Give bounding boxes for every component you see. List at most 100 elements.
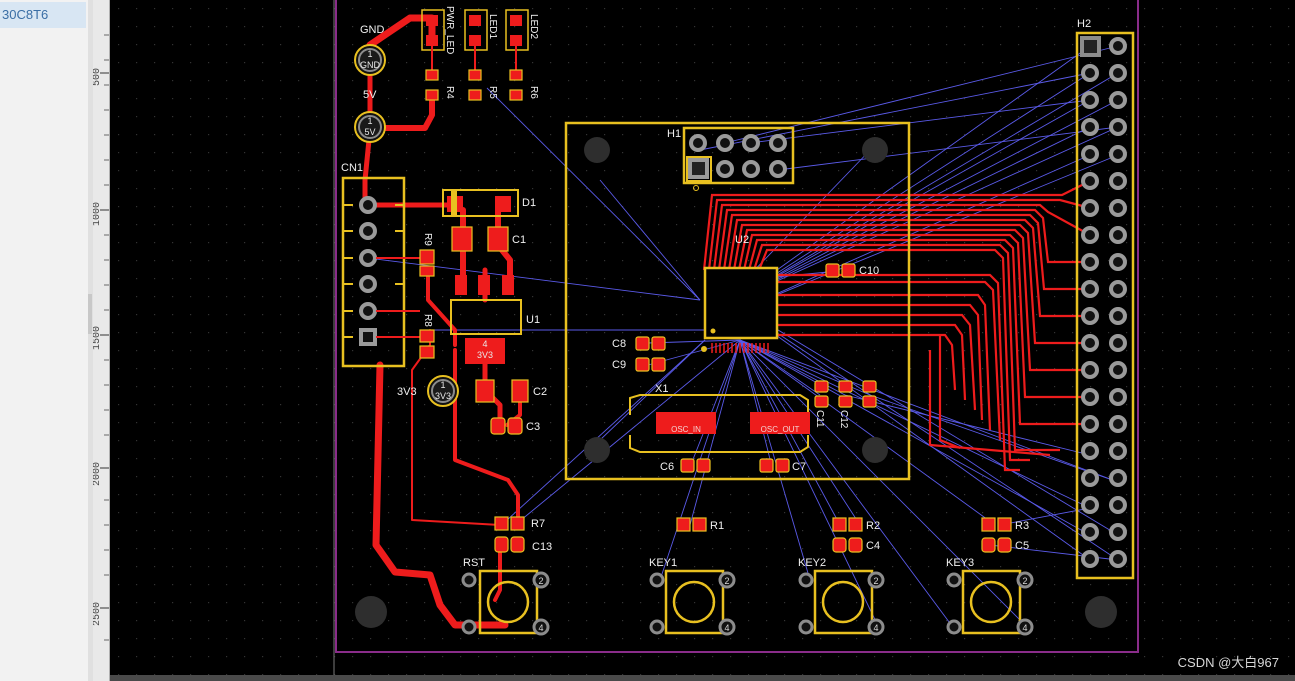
label-c12: C12 — [838, 410, 849, 429]
label-key2: KEY2 — [798, 557, 826, 569]
label-pwr-led: PWR_LED — [444, 6, 455, 54]
u1-pin-net: 3V3 — [477, 350, 493, 360]
label-c8: C8 — [612, 338, 626, 350]
label-led1: LED1 — [487, 14, 498, 39]
button-key1[interactable] — [664, 569, 725, 635]
label-key1: KEY1 — [649, 557, 677, 569]
resistor-r6[interactable] — [509, 69, 523, 101]
label-c1: C1 — [512, 234, 526, 246]
mcu-u2[interactable] — [703, 266, 779, 340]
gnd-pad-net: GND — [360, 60, 381, 70]
capacitor-c3[interactable] — [490, 417, 523, 435]
testpoint-5v[interactable] — [354, 111, 386, 143]
3v3-pad-number: 1 — [440, 380, 445, 390]
component-list-item[interactable]: 30C8T6 — [0, 2, 86, 28]
capacitor-c9[interactable] — [635, 357, 666, 372]
label-c10: C10 — [859, 265, 879, 277]
resistor-r2[interactable] — [832, 517, 863, 532]
label-u1: U1 — [526, 314, 540, 326]
capacitor-c6[interactable] — [680, 458, 711, 473]
core-module-outline — [564, 121, 911, 481]
button-key2[interactable] — [813, 569, 874, 635]
resistor-r7[interactable] — [494, 516, 525, 531]
capacitor-c7[interactable] — [759, 458, 790, 473]
capacitor-c2[interactable] — [475, 379, 529, 403]
label-gnd: GND — [360, 24, 385, 36]
key1-pad-4: 4 — [724, 623, 729, 633]
resistor-r4[interactable] — [425, 69, 439, 101]
capacitor-c10[interactable] — [825, 263, 856, 278]
capacitor-c5[interactable] — [981, 537, 1012, 553]
mcu-bus-traces — [702, 180, 1091, 472]
button-pads — [461, 571, 1034, 636]
ruler-label-2000: 2000 — [93, 462, 103, 486]
label-r3: R3 — [1015, 520, 1029, 532]
label-r2: R2 — [866, 520, 880, 532]
resistor-r9[interactable] — [419, 249, 435, 277]
resistor-r5[interactable] — [468, 69, 482, 101]
key2-pad-2: 2 — [873, 576, 878, 586]
capacitor-c-extra[interactable] — [862, 380, 877, 408]
label-c5: C5 — [1015, 540, 1029, 552]
cn1-pins — [359, 196, 377, 346]
rst-pad-2: 2 — [538, 576, 543, 586]
ruler-label-500: 500 — [93, 68, 103, 86]
label-r8: R8 — [422, 314, 433, 327]
copper-traces — [362, 14, 522, 629]
component-panel: 30C8T6 — [0, 0, 89, 681]
key1-pad-2: 2 — [724, 576, 729, 586]
osc-in-label: OSC_IN — [671, 425, 701, 434]
testpoint-gnd[interactable] — [354, 44, 386, 76]
label-c7: C7 — [792, 461, 806, 473]
splitter-handle[interactable] — [88, 294, 92, 334]
resistor-r3[interactable] — [981, 517, 1012, 532]
horizontal-scrollbar[interactable] — [110, 675, 1295, 681]
capacitor-c11[interactable] — [814, 380, 829, 408]
button-rst[interactable] — [478, 569, 539, 635]
label-r1: R1 — [710, 520, 724, 532]
watermark: CSDN @大白967 — [1177, 655, 1279, 670]
osc-out-label: OSC_OUT — [761, 425, 800, 434]
testpoint-3v3[interactable] — [427, 375, 459, 407]
label-c9: C9 — [612, 359, 626, 371]
capacitor-c12[interactable] — [838, 380, 853, 408]
gnd-pad-number: 1 — [367, 49, 372, 59]
ruler-label-1000: 1000 — [93, 202, 103, 226]
regulator-u1[interactable] — [450, 275, 522, 364]
vertical-ruler: 500 1000 1500 2000 2500 — [93, 0, 110, 681]
label-r5: R5 — [487, 86, 498, 99]
button-key3[interactable] — [961, 569, 1022, 635]
5v-pad-net: 5V — [364, 127, 375, 137]
diode-d1[interactable] — [442, 189, 519, 217]
capacitor-c4[interactable] — [832, 537, 863, 553]
resistor-r1[interactable] — [676, 517, 707, 532]
label-r9: R9 — [422, 233, 433, 246]
label-led2: LED2 — [528, 14, 539, 39]
label-c11: C11 — [814, 410, 825, 428]
label-c2: C2 — [533, 386, 547, 398]
header-h2[interactable] — [1075, 31, 1135, 580]
label-cn1: CN1 — [341, 162, 363, 174]
capacitor-c8[interactable] — [635, 336, 666, 351]
capacitor-c1[interactable] — [451, 226, 509, 252]
label-r4: R4 — [444, 86, 455, 99]
label-c13: C13 — [532, 541, 552, 553]
label-3v3: 3V3 — [397, 386, 417, 398]
label-c3: C3 — [526, 421, 540, 433]
3v3-pad-net: 3V3 — [435, 391, 451, 401]
board-outline — [335, 0, 1139, 653]
resistor-r8[interactable] — [419, 329, 435, 359]
crystal-x1[interactable] — [629, 394, 810, 453]
label-r6: R6 — [528, 86, 539, 99]
label-c4: C4 — [866, 540, 880, 552]
label-key3: KEY3 — [946, 557, 974, 569]
label-c6: C6 — [660, 461, 674, 473]
label-rst: RST — [463, 557, 485, 569]
panel-splitter[interactable] — [88, 0, 93, 681]
header-h1[interactable] — [682, 126, 795, 185]
capacitor-c13[interactable] — [494, 536, 525, 553]
pcb-canvas[interactable]: H2 H1 U2 U1 X1 CN1 D1 C1 C2 C3 C4 C5 C6 … — [110, 0, 1295, 675]
label-r7: R7 — [531, 518, 545, 530]
label-h1: H1 — [667, 128, 681, 140]
label-h2: H2 — [1077, 18, 1091, 30]
